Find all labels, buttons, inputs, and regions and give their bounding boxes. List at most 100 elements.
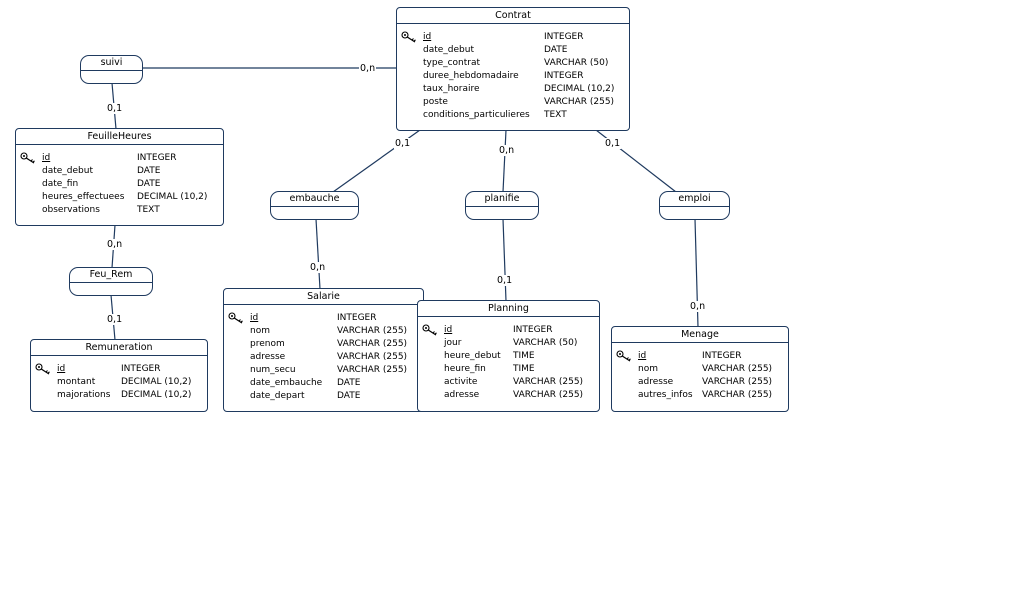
- association-embauche[interactable]: embauche: [270, 191, 359, 220]
- attribute-row: date_debut DATE: [16, 165, 223, 178]
- attribute-name: heures_effectuees: [42, 192, 125, 202]
- attribute-type: VARCHAR (50): [544, 58, 609, 68]
- attribute-type: INTEGER: [702, 351, 742, 361]
- attribute-type: VARCHAR (255): [513, 377, 584, 387]
- attribute-name: nom: [638, 364, 658, 374]
- attribute-type: VARCHAR (255): [337, 326, 408, 336]
- link-planifie-contrat: [502, 129, 507, 193]
- association-feu-rem[interactable]: Feu_Rem: [69, 267, 153, 296]
- entity-title: Contrat: [397, 8, 629, 24]
- attribute-row: date_embauche DATE: [224, 377, 423, 390]
- attribute-type: DATE: [544, 45, 568, 55]
- attribute-name: adresse: [638, 377, 674, 387]
- attribute-name: observations: [42, 205, 100, 215]
- attribute-type: DATE: [337, 378, 361, 388]
- association-label: embauche: [271, 192, 358, 207]
- attribute-type: INTEGER: [513, 325, 553, 335]
- attribute-name: date_debut: [42, 166, 93, 176]
- association-suivi[interactable]: suivi: [80, 55, 143, 84]
- key-icon: [228, 312, 244, 324]
- attribute-name: autres_infos: [638, 390, 693, 400]
- cardinality-emploi-menage: 0,n: [689, 301, 707, 312]
- attribute-name: heure_debut: [444, 351, 501, 361]
- attribute-row: observations TEXT: [16, 204, 223, 217]
- attribute-type: DECIMAL (10,2): [544, 84, 615, 94]
- attribute-type: TIME: [513, 364, 535, 374]
- entity-title: Menage: [612, 327, 788, 343]
- link-planifie-planning: [502, 218, 507, 302]
- attribute-name: type_contrat: [423, 58, 481, 68]
- attribute-row: taux_horaire DECIMAL (10,2): [397, 83, 629, 96]
- attribute-name: montant: [57, 377, 96, 387]
- attribute-name: id: [57, 364, 66, 374]
- attribute-type: DATE: [337, 391, 361, 401]
- attribute-row: id INTEGER: [612, 350, 788, 363]
- cardinality-planifie-planning: 0,1: [496, 275, 514, 286]
- attribute-name: adresse: [250, 352, 286, 362]
- cardinality-embauche-contrat: 0,1: [394, 138, 412, 149]
- association-emploi[interactable]: emploi: [659, 191, 730, 220]
- attribute-name: taux_horaire: [423, 84, 480, 94]
- attribute-type: TEXT: [544, 110, 567, 120]
- key-icon: [616, 350, 632, 362]
- association-label: Feu_Rem: [70, 268, 152, 283]
- attribute-type: VARCHAR (255): [702, 377, 773, 387]
- attribute-name: id: [423, 32, 432, 42]
- attribute-name: date_debut: [423, 45, 474, 55]
- attribute-name: date_depart: [250, 391, 305, 401]
- attribute-name: id: [638, 351, 647, 361]
- attribute-type: VARCHAR (255): [702, 390, 773, 400]
- key-icon: [35, 363, 51, 375]
- attribute-type: VARCHAR (255): [702, 364, 773, 374]
- attribute-type: DATE: [137, 166, 161, 176]
- attribute-type: INTEGER: [544, 71, 584, 81]
- key-icon: [422, 324, 438, 336]
- attribute-type: VARCHAR (255): [337, 352, 408, 362]
- key-icon: [20, 152, 36, 164]
- attribute-type: INTEGER: [544, 32, 584, 42]
- cardinality-suivi-feuille: 0,1: [106, 103, 124, 114]
- attribute-name: nom: [250, 326, 270, 336]
- attribute-type: VARCHAR (255): [544, 97, 615, 107]
- association-planifie[interactable]: planifie: [465, 191, 539, 220]
- attribute-name: num_secu: [250, 365, 296, 375]
- attribute-type: INTEGER: [121, 364, 161, 374]
- attribute-name: id: [42, 153, 51, 163]
- attribute-row: nom VARCHAR (255): [224, 325, 423, 338]
- attribute-row: type_contrat VARCHAR (50): [397, 57, 629, 70]
- attribute-name: date_embauche: [250, 378, 323, 388]
- link-embauche-salarie: [315, 218, 321, 290]
- attribute-type: TEXT: [137, 205, 160, 215]
- attribute-row: id INTEGER: [31, 363, 207, 376]
- attribute-name: poste: [423, 97, 448, 107]
- cardinality-emploi-contrat: 0,1: [604, 138, 622, 149]
- attribute-row: id INTEGER: [397, 31, 629, 44]
- cardinality-feurem-feuille: 0,n: [106, 239, 124, 250]
- association-label: suivi: [81, 56, 142, 71]
- attribute-row: adresse VARCHAR (255): [224, 351, 423, 364]
- attribute-row: poste VARCHAR (255): [397, 96, 629, 109]
- attribute-name: activite: [444, 377, 478, 387]
- attribute-row: heure_fin TIME: [418, 363, 599, 376]
- attribute-type: VARCHAR (50): [513, 338, 578, 348]
- attribute-name: heure_fin: [444, 364, 486, 374]
- cardinality-planifie-contrat: 0,n: [498, 145, 516, 156]
- attribute-row: nom VARCHAR (255): [612, 363, 788, 376]
- attribute-type: TIME: [513, 351, 535, 361]
- attribute-type: DATE: [137, 179, 161, 189]
- entity-title: Planning: [418, 301, 599, 317]
- attribute-type: INTEGER: [137, 153, 177, 163]
